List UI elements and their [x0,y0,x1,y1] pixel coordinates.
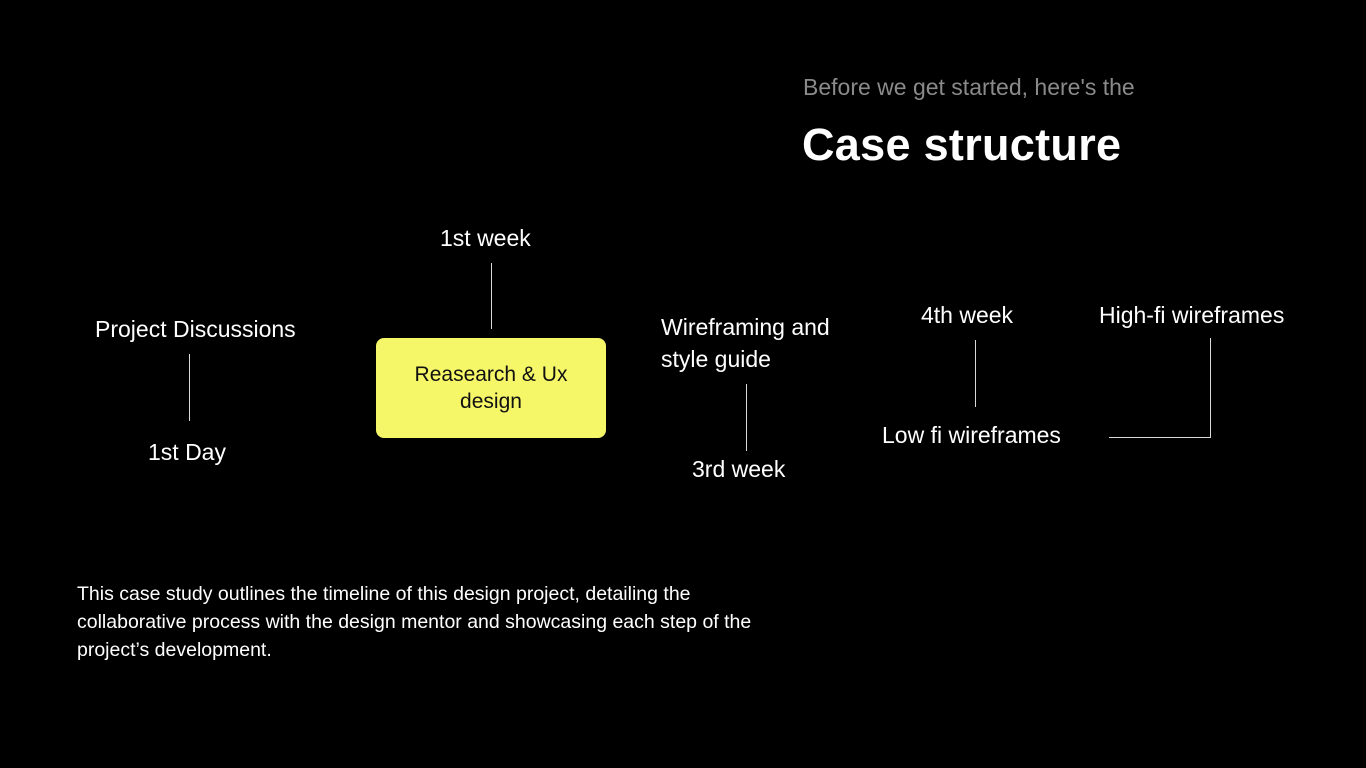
connector-line [975,340,976,407]
connector-line [491,263,492,329]
step-first-week: 1st week [440,225,531,251]
connector-line [1210,338,1211,438]
step-low-fi-wireframes: Low fi wireframes [882,422,1061,448]
step-first-day: 1st Day [148,439,226,465]
page-title: Case structure [802,119,1122,170]
step-fourth-week: 4th week [921,302,1014,328]
step-wireframing-line2: style guide [661,346,771,372]
step-wireframing-line1: Wireframing and [661,314,830,340]
case-study-description: This case study outlines the timeline of… [77,583,752,661]
step-high-fi-wireframes: High-fi wireframes [1099,302,1285,328]
research-ux-design-label: Reasearch & Ux design [414,363,568,413]
step-project-discussions: Project Discussions [95,316,296,342]
connector-line [746,384,747,451]
step-third-week: 3rd week [692,456,786,482]
research-ux-design-box: Reasearch & Ux design [376,338,606,438]
connector-line [189,354,190,421]
intro-subtitle: Before we get started, here's the [803,74,1135,100]
connector-line [1109,437,1211,438]
